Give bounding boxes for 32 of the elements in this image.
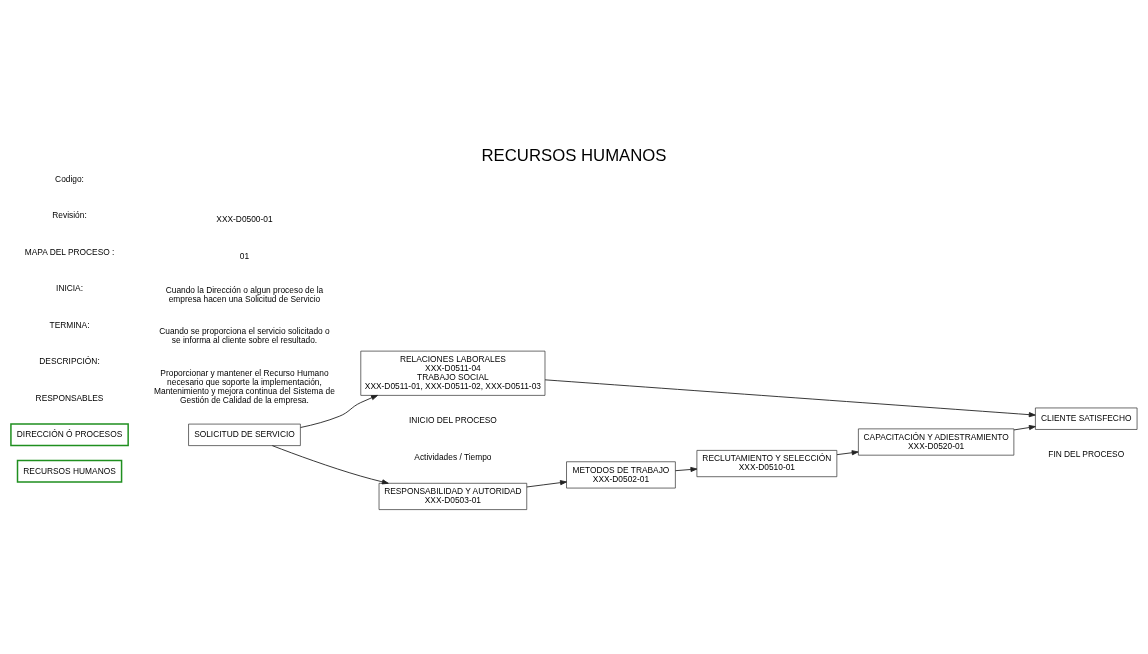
label: INICIO DEL PROCESO [408, 414, 497, 425]
arrow [271, 444, 389, 484]
node-box: RECURSOS HUMANOS [16, 459, 123, 483]
node-box: METODOS DE TRABAJO XXX-D0502-01 [566, 460, 676, 488]
arrow [836, 449, 859, 455]
label: DESCRIPCIÓN: [39, 355, 100, 366]
node-box: CAPACITACIÓN Y ADIESTRAMIENTO XXX-D0520-01 [858, 428, 1015, 456]
node-box: RESPONSABILIDAD Y AUTORIDAD XXX-D0503-01 [378, 482, 528, 510]
label: Cuando la Dirección o algun proceso de la empresa hacen una Solicitud de Servicio [165, 284, 324, 304]
label: Cuando se proporciona el servicio solicitado o se informa al cliente sobre el resultado. [159, 326, 330, 345]
label: Actividades / Tiempo [414, 451, 492, 462]
arrow [544, 378, 1036, 417]
label: Revisión: [52, 209, 87, 220]
label: FIN DEL PROCESO [1048, 448, 1125, 459]
label: Codigo: [55, 173, 84, 184]
label: XXX-D0500-01 [216, 213, 273, 224]
node-box: RECLUTAMIENTO Y SELECCIÓN XXX-D0510-01 [696, 449, 838, 477]
arrow [1013, 424, 1036, 430]
label: RESPONSABLES [35, 392, 104, 403]
arrow [526, 479, 567, 487]
label: TERMINA: [49, 319, 90, 330]
label: INICIA: [56, 282, 84, 293]
node-box: RELACIONES LABORALES XXX-D0511-04 TRABAJO SOCIAL XXX-D0511-01, XXX-D0511-02, XXX-D0511-03 [360, 350, 546, 396]
node-box: CLIENTE SATISFECHO [1035, 407, 1138, 430]
arrow [300, 394, 378, 428]
node-box: SOLICITUD DE SERVICIO [188, 423, 301, 446]
label: 01 [239, 250, 250, 261]
arrow [675, 466, 698, 472]
label: Proporcionar y mantener el Recurso Humano necesario que soporte la implementación, Mantenimiento y mejora continua del Sistema de Gestión de Calidad de la empresa. [154, 367, 335, 405]
diagram-title: RECURSOS HUMANOS [481, 145, 667, 165]
node-box: DIRECCIÓN Ó PROCESOS [10, 422, 129, 446]
label: MAPA DEL PROCESO : [24, 246, 115, 257]
